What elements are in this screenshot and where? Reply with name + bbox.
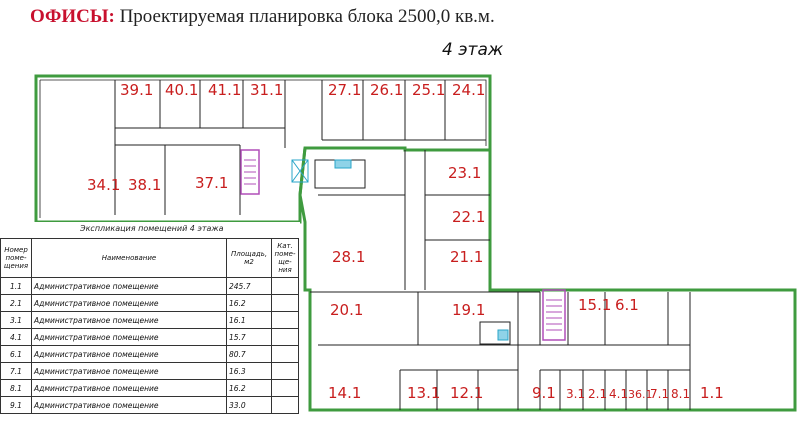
room-label: 36.1 [628, 388, 653, 401]
legend-cell-name: Административное помещение [31, 277, 227, 295]
room-label: 15.1 [578, 296, 611, 314]
room-label: 24.1 [452, 81, 485, 99]
room-label: 34.1 [87, 176, 120, 194]
legend-cell-cat [271, 345, 299, 363]
room-label: 4.1 [609, 387, 628, 401]
legend-cell-area: 16.2 [226, 379, 272, 397]
elevator-core [291, 159, 511, 345]
legend-cell-area: 245.7 [226, 277, 272, 295]
stairs-left [240, 149, 260, 195]
room-label: 9.1 [532, 384, 556, 402]
legend-cell-num: 6.1 [0, 345, 32, 363]
room-label: 40.1 [165, 81, 198, 99]
page-header: ОФИСЫ: Проектируемая планировка блока 25… [30, 6, 495, 28]
legend-cell-cat [271, 294, 299, 312]
room-label: 6.1 [615, 296, 639, 314]
interior-walls [114, 80, 691, 410]
legend-header-cat: Кат. поме- ще- ния [271, 238, 299, 278]
legend-cell-cat [271, 328, 299, 346]
legend-cell-num: 1.1 [0, 277, 32, 295]
legend-cell-cat [271, 379, 299, 397]
legend-table: Номер поме- щения Наименование Площадь, … [0, 238, 299, 414]
room-label: 27.1 [328, 81, 361, 99]
room-label: 25.1 [412, 81, 445, 99]
header-accent: ОФИСЫ: [30, 6, 115, 27]
room-label: 7.1 [650, 387, 669, 401]
legend-cell-cat [271, 277, 299, 295]
room-label: 38.1 [128, 176, 161, 194]
outer-wall-inner-line [39, 79, 487, 218]
floor-label: 4 этаж [442, 40, 504, 60]
room-labels: 39.1 40.1 41.1 31.1 27.1 26.1 25.1 24.1 … [87, 81, 724, 402]
legend-header-name: Наименование [31, 238, 227, 278]
room-label: 2.1 [588, 387, 607, 401]
room-label: 22.1 [452, 208, 485, 226]
room-label: 23.1 [448, 164, 481, 182]
room-legend: Экспликация помещений 4 этажа Номер поме… [0, 222, 300, 429]
header-text: Проектируемая планировка блока 2500,0 кв… [114, 6, 495, 27]
legend-cell-num: 9.1 [0, 396, 32, 414]
legend-header-num: Номер поме- щения [0, 238, 32, 278]
room-label: 21.1 [450, 248, 483, 266]
outer-wall-bottom-wing [298, 147, 797, 412]
legend-cell-area: 15.7 [226, 328, 272, 346]
room-label: 41.1 [208, 81, 241, 99]
legend-header-row: Номер поме- щения Наименование Площадь, … [0, 238, 299, 278]
legend-cell-area: 33.0 [226, 396, 272, 414]
legend-cell-name: Административное помещение [31, 345, 227, 363]
room-label: 14.1 [328, 384, 361, 402]
legend-header-area: Площадь, м2 [226, 238, 272, 278]
legend-cell-num: 7.1 [0, 362, 32, 380]
legend-cell-num: 2.1 [0, 294, 32, 312]
legend-cell-num: 3.1 [0, 311, 32, 329]
room-label: 20.1 [330, 301, 363, 319]
room-label: 3.1 [566, 387, 585, 401]
legend-cell-num: 8.1 [0, 379, 32, 397]
legend-cell-num: 4.1 [0, 328, 32, 346]
legend-title: Экспликация помещений 4 этажа [80, 224, 224, 233]
legend-cell-name: Административное помещение [31, 311, 227, 329]
room-label: 19.1 [452, 301, 485, 319]
room-label: 31.1 [250, 81, 283, 99]
room-label: 13.1 [407, 384, 440, 402]
legend-cell-area: 16.2 [226, 294, 272, 312]
legend-cell-name: Административное помещение [31, 396, 227, 414]
legend-cell-area: 80.7 [226, 345, 272, 363]
legend-cell-name: Административное помещение [31, 328, 227, 346]
legend-cell-cat [271, 362, 299, 380]
room-label: 12.1 [450, 384, 483, 402]
room-label: 28.1 [332, 248, 365, 266]
legend-cell-area: 16.1 [226, 311, 272, 329]
room-label: 39.1 [120, 81, 153, 99]
legend-cell-area: 16.3 [226, 362, 272, 380]
room-label: 37.1 [195, 174, 228, 192]
legend-cell-cat [271, 311, 299, 329]
room-label: 8.1 [671, 387, 690, 401]
legend-cell-name: Административное помещение [31, 379, 227, 397]
room-label: 1.1 [700, 384, 724, 402]
stairs-right [542, 289, 566, 341]
legend-cell-name: Административное помещение [31, 362, 227, 380]
room-label: 26.1 [370, 81, 403, 99]
legend-cell-cat [271, 396, 299, 414]
legend-cell-name: Административное помещение [31, 294, 227, 312]
